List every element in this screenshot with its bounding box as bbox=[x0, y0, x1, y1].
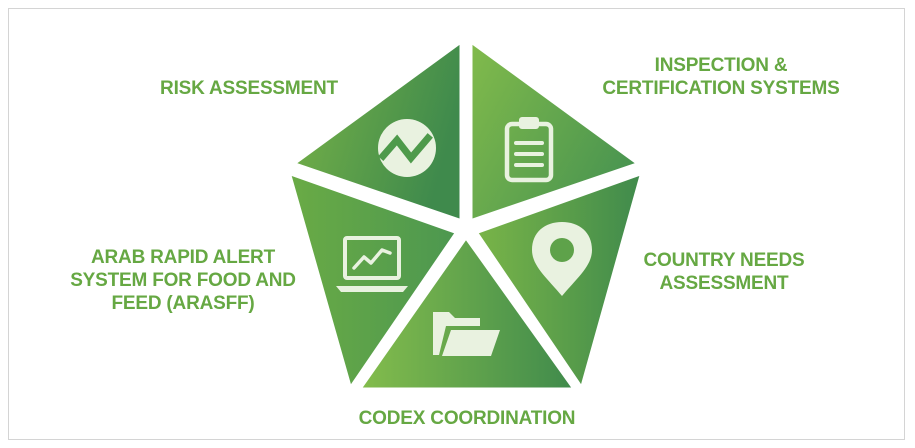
laptop-chart-icon bbox=[336, 236, 408, 292]
label-inspection-certification: INSPECTION &CERTIFICATION SYSTEMS bbox=[602, 55, 839, 99]
label-arasff-line: ARAB RAPID ALERT bbox=[91, 247, 276, 268]
label-inspection-certification-line: CERTIFICATION SYSTEMS bbox=[602, 78, 839, 99]
segment-arasff bbox=[285, 169, 461, 393]
label-country-needs-line: COUNTRY NEEDS bbox=[643, 250, 804, 271]
label-inspection-certification-line: INSPECTION & bbox=[655, 55, 788, 76]
label-arasff-line: SYSTEM FOR FOOD AND bbox=[70, 270, 296, 291]
label-country-needs-line: ASSESSMENT bbox=[660, 273, 790, 294]
label-arasff-line: FEED (ARASFF) bbox=[111, 293, 254, 314]
folder-icon bbox=[433, 312, 500, 356]
label-risk-assessment: RISK ASSESSMENT bbox=[160, 78, 338, 99]
segment-labels: RISK ASSESSMENT INSPECTION &CERTIFICATION… bbox=[70, 55, 840, 429]
label-codex-coordination-line: CODEX COORDINATION bbox=[359, 408, 576, 429]
label-codex-coordination: CODEX COORDINATION bbox=[359, 408, 576, 429]
segment-codex-coordination bbox=[355, 233, 579, 393]
segment-inspection-certification bbox=[467, 37, 643, 225]
location-pin-icon bbox=[532, 222, 592, 296]
diagram-frame bbox=[8, 8, 905, 440]
segment-risk-assessment bbox=[289, 37, 465, 225]
clipboard-icon bbox=[504, 117, 554, 183]
label-risk-assessment-line: RISK ASSESSMENT bbox=[160, 78, 338, 99]
trend-circle-icon bbox=[378, 119, 436, 177]
